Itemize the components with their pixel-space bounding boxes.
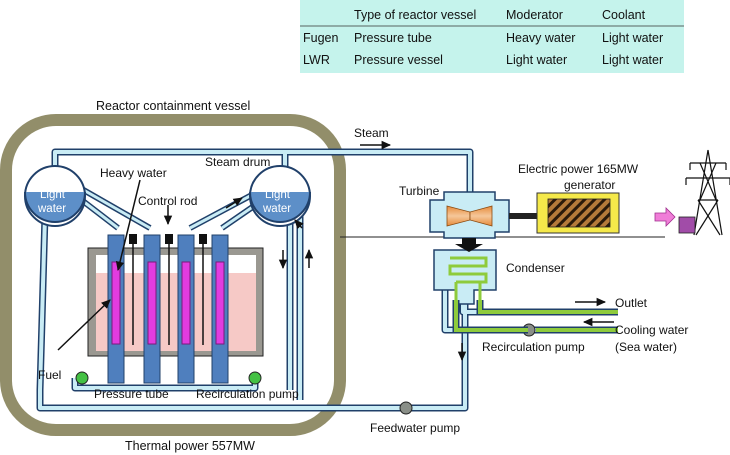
fuel-label: Fuel bbox=[38, 368, 61, 382]
sea-water-label: (Sea water) bbox=[615, 340, 677, 354]
table-header-coolant: Coolant bbox=[602, 8, 646, 22]
turbine bbox=[429, 191, 510, 239]
feedwater-pump-icon bbox=[399, 401, 413, 415]
left-drum-label-line2: water bbox=[37, 203, 66, 215]
containment-vessel bbox=[0, 114, 346, 436]
generator bbox=[536, 192, 620, 234]
table-cell-fugen-vessel: Pressure tube bbox=[354, 31, 432, 45]
exhaust-arrow bbox=[455, 238, 483, 252]
right-drum-label-line2: water bbox=[262, 203, 291, 215]
outlet-label: Outlet bbox=[615, 296, 648, 310]
condenser bbox=[433, 249, 497, 305]
table-cell-lwr-moderator: Light water bbox=[506, 53, 567, 67]
table-background bbox=[300, 0, 684, 73]
power-output-arrow bbox=[654, 207, 676, 227]
table-cell-lwr-vessel: Pressure vessel bbox=[354, 53, 443, 67]
right-recirculation-pump-icon bbox=[248, 371, 262, 385]
condenser-label: Condenser bbox=[506, 261, 565, 275]
heavy-water-label: Heavy water bbox=[100, 166, 167, 180]
right-drum-label-line1: Light bbox=[265, 189, 291, 201]
left-drum-label-line1: Light bbox=[40, 189, 66, 201]
cooling-water-label: Cooling water bbox=[615, 323, 688, 337]
turbine-label: Turbine bbox=[399, 184, 440, 198]
table-cell-lwr: LWR bbox=[303, 53, 330, 67]
recirculation-pump-left-label: Recirculation pump bbox=[196, 387, 299, 401]
table-header-vessel-type: Type of reactor vessel bbox=[354, 8, 476, 22]
pressure-tube-label: Pressure tube bbox=[94, 387, 169, 401]
table-cell-lwr-coolant: Light water bbox=[602, 53, 663, 67]
table-cell-fugen-coolant: Light water bbox=[602, 31, 663, 45]
steam-label: Steam bbox=[354, 126, 389, 140]
table-header-moderator: Moderator bbox=[506, 8, 563, 22]
electric-power-label: Electric power 165MW bbox=[518, 162, 639, 176]
right-light-water-drum: Light water bbox=[249, 165, 311, 227]
left-light-water-drum: Light water bbox=[24, 165, 86, 227]
thermal-power-label: Thermal power 557MW bbox=[125, 439, 255, 453]
flow-arrows bbox=[57, 140, 614, 362]
reactor-core bbox=[87, 234, 264, 384]
comparison-table: Type of reactor vessel Moderator Coolant… bbox=[300, 0, 684, 73]
feedwater-pump-label: Feedwater pump bbox=[370, 421, 460, 435]
left-recirculation-pump-icon bbox=[75, 371, 89, 385]
control-rod-label: Control rod bbox=[138, 194, 197, 208]
substation-icon bbox=[678, 216, 696, 234]
table-cell-fugen: Fugen bbox=[303, 31, 338, 45]
containment-label: Reactor containment vessel bbox=[96, 99, 250, 113]
transmission-tower-icon bbox=[685, 149, 730, 236]
steam-drum-label: Steam drum bbox=[205, 155, 270, 169]
turbine-shaft bbox=[509, 213, 539, 219]
recirculation-pump-right-label: Recirculation pump bbox=[482, 340, 585, 354]
generator-label: generator bbox=[564, 178, 615, 192]
table-cell-fugen-moderator: Heavy water bbox=[506, 31, 575, 45]
